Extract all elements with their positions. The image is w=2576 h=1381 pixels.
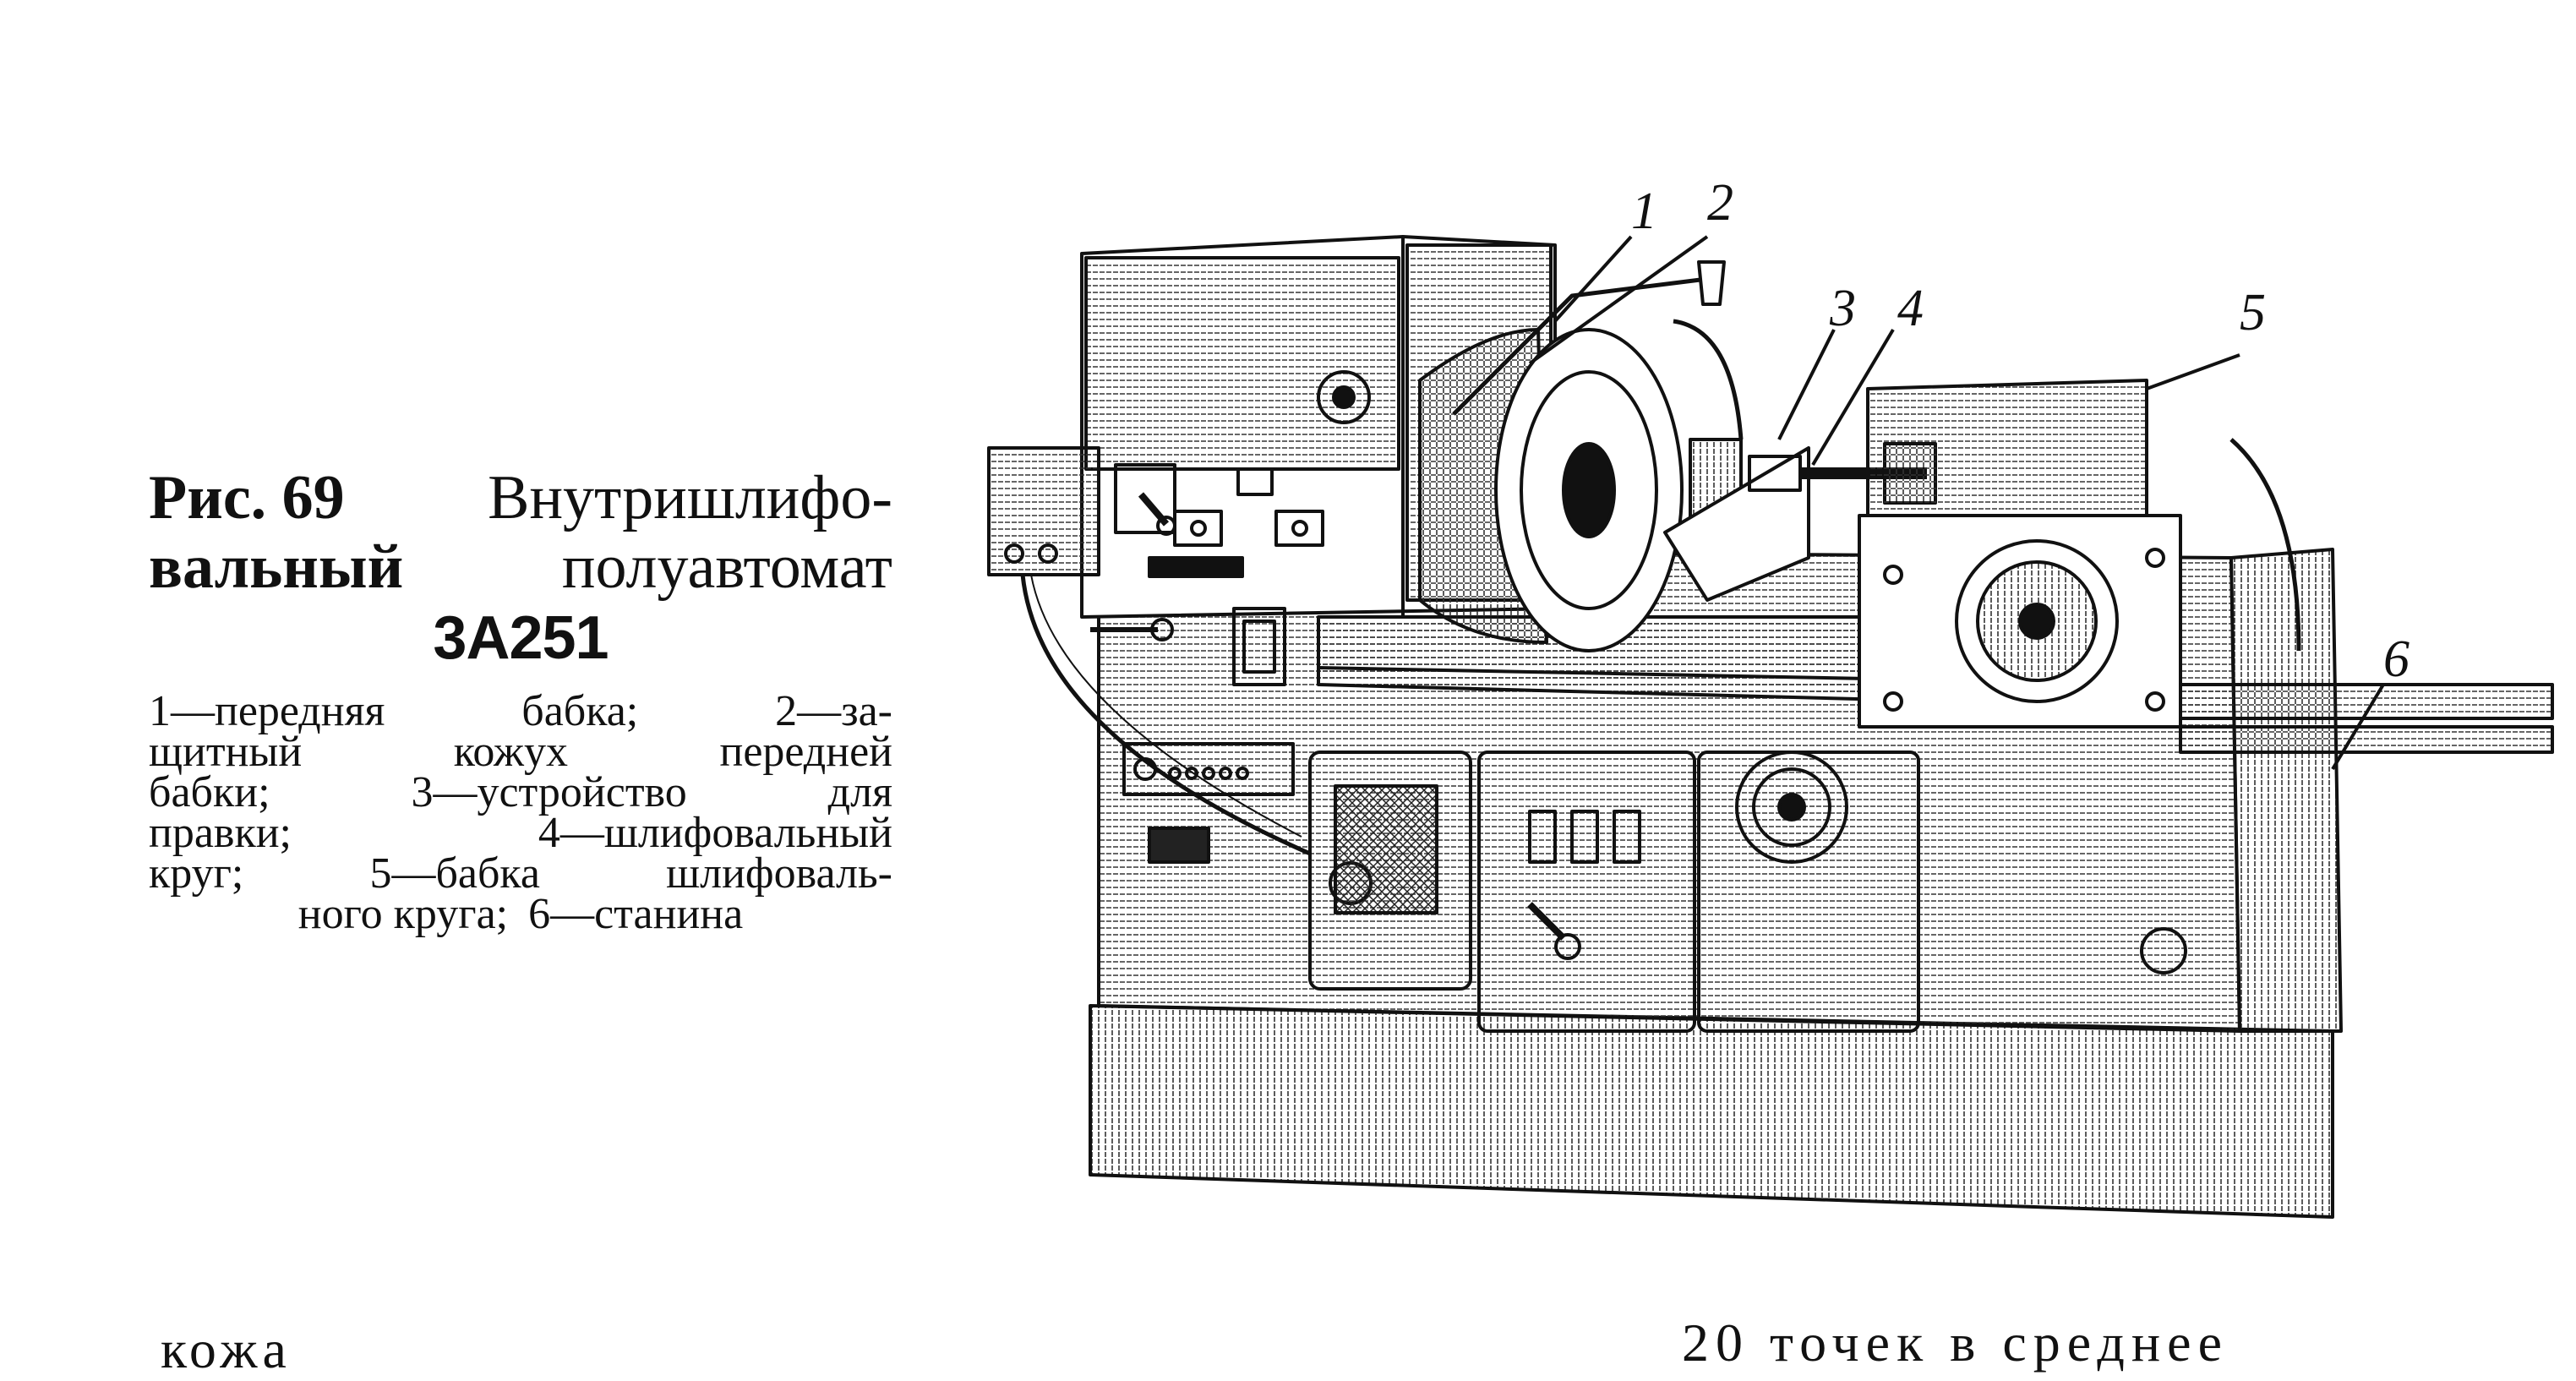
legend-line: щитный кожух передней (149, 728, 892, 776)
callout-3: 3 (1829, 280, 1856, 337)
legend-word: 4—шлифовальный (538, 809, 892, 857)
footer-text-right: 20 точек в среднее (1682, 1313, 2229, 1373)
callout-5: 5 (2240, 284, 2266, 341)
figure-label: Рис. 69 (149, 463, 345, 532)
legend-word: передней (719, 728, 892, 776)
legend-word: кожух (453, 728, 568, 776)
legend-word: бабки; (149, 768, 270, 816)
legend-word: 3—устройство (411, 768, 687, 816)
machine-base (1089, 1004, 2334, 1219)
grinding-machine-illustration: 1 2 3 4 5 6 (987, 174, 2554, 1219)
legend-line: круг; 5—бабка шлифоваль- (149, 849, 892, 898)
legend-word: для (827, 768, 892, 816)
figure-legend: 1—передняя бабка; 2—за- щитный кожух пер… (149, 687, 892, 938)
footer-text-left: кожа (161, 1319, 292, 1379)
caption-title-3: полуавтомат (561, 532, 892, 602)
caption-title-2: вальный (149, 532, 404, 602)
legend-line: правки; 4—шлифовальный (149, 809, 892, 857)
legend-word: круг; (149, 849, 244, 898)
legend-word: щитный (149, 728, 303, 776)
legend-line: бабки; 3—устройство для (149, 768, 892, 816)
legend-word: бабка; (521, 687, 639, 735)
legend-word: 1—передняя (149, 687, 385, 735)
legend-word: правки; (149, 809, 292, 857)
legend-line: 1—передняя бабка; 2—за- (149, 687, 892, 735)
callout-6: 6 (2383, 630, 2410, 688)
caption-title-1: Внутришлифо- (488, 463, 892, 532)
legend-word: 2—за- (775, 687, 892, 735)
caption-model: 3А251 (433, 604, 609, 672)
callout-4: 4 (1897, 280, 1924, 337)
legend-word: ного круга; (297, 890, 509, 938)
legend-word: шлифоваль- (666, 849, 892, 898)
callout-2: 2 (1707, 174, 1733, 232)
legend-word: 5—бабка (369, 849, 540, 898)
caption-line-1: Рис. 69 Внутришлифо- (149, 463, 892, 532)
legend-word: 6—станина (528, 890, 744, 938)
figure-caption: Рис. 69 Внутришлифо- вальный полуавтомат… (149, 463, 892, 674)
caption-line-2: вальный полуавтомат (149, 532, 892, 602)
cut-off-footer-text: кожа 20 точек в среднее (0, 1312, 2576, 1379)
callout-1: 1 (1631, 183, 1657, 240)
legend-line: ного круга; 6—станина (149, 890, 892, 938)
